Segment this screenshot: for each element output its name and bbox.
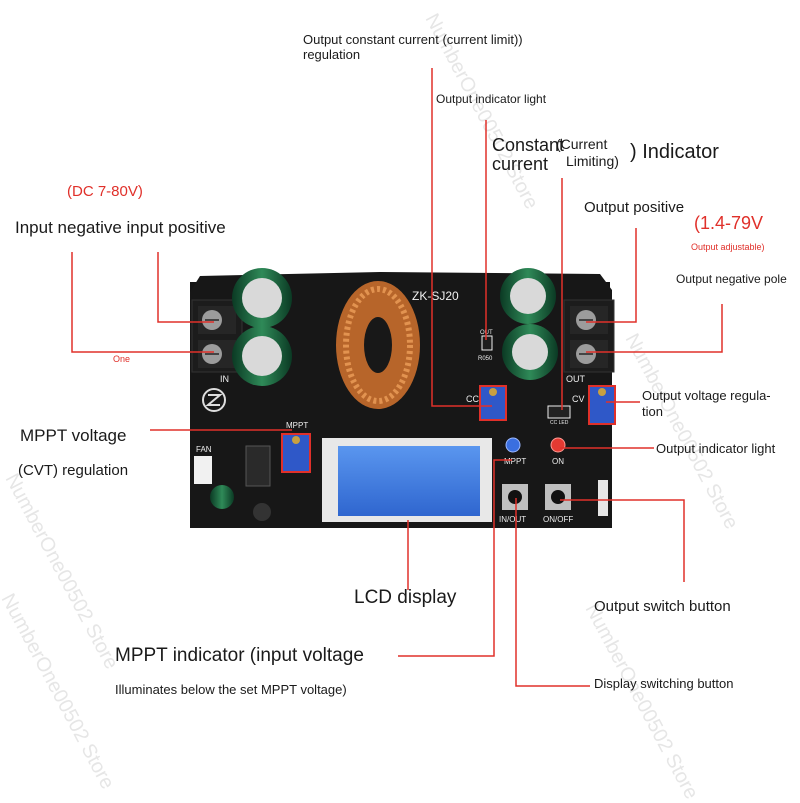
label-output-indicator-right: Output indicator light	[656, 441, 776, 456]
label-current-limiting-2: Limiting)	[566, 153, 619, 169]
header-pins	[598, 480, 608, 516]
label-output-cc-regulation-1: Output constant current (current limit))	[303, 32, 523, 47]
label-output-negative-pole: Output negative pole	[676, 272, 787, 286]
in-out-button-label: IN/OUT	[499, 515, 526, 524]
cc-potentiometer	[479, 385, 507, 421]
mppt-potentiometer	[281, 433, 311, 473]
label-indicator: ) Indicator	[630, 141, 719, 163]
output-capacitors	[500, 268, 558, 380]
cv-potentiometer	[588, 385, 616, 425]
cc-led-smd	[547, 405, 571, 419]
small-capacitor	[210, 485, 234, 509]
cv-label: CV	[572, 394, 585, 404]
inductor-coil	[336, 281, 420, 409]
on-off-button	[545, 484, 571, 510]
fan-label: FAN	[196, 445, 212, 454]
leader-cc-regulation	[431, 68, 492, 407]
leader-mppt-indicator	[398, 459, 512, 657]
label-lcd-display: LCD display	[354, 587, 457, 608]
cc-led-label: CC LED	[550, 420, 569, 426]
label-display-switching-button: Display switching button	[594, 676, 734, 691]
label-output-range: (1.4-79V	[694, 213, 764, 233]
leader-lines	[71, 68, 723, 687]
leader-input-positive	[157, 252, 214, 323]
output-led-smd	[481, 335, 493, 351]
label-current-limiting-1: (Current	[556, 136, 608, 152]
label-output-voltage-regulation-2: tion	[642, 404, 663, 419]
r050-label: R050	[478, 356, 493, 362]
input-terminal-block	[191, 299, 243, 373]
lcd-screen	[322, 438, 492, 522]
label-input-pair: Input negative input positive	[15, 218, 226, 237]
small-inductor	[253, 503, 271, 521]
leader-display-switch	[515, 498, 590, 687]
label-dc-range: (DC 7-80V)	[67, 183, 143, 200]
leader-input-negative	[71, 252, 214, 353]
output-terminal-block	[563, 299, 615, 373]
label-output-adjustable: Output adjustable)	[691, 242, 765, 252]
on-led-label: ON	[552, 457, 564, 466]
leader-output-negative	[586, 304, 723, 353]
label-output-voltage-regulation-1: Output voltage regula-	[642, 388, 771, 403]
in-label: IN	[220, 374, 229, 384]
in-out-button	[502, 484, 528, 510]
label-cvt-regulation: (CVT) regulation	[18, 462, 129, 479]
label-mppt-note: Illuminates below the set MPPT voltage)	[115, 682, 347, 697]
label-output-switch-button: Output switch button	[594, 598, 731, 615]
board-model-label: ZK-SJ20	[412, 289, 459, 303]
fan-connector	[194, 456, 212, 484]
label-mppt-indicator: MPPT indicator (input voltage	[115, 645, 364, 666]
mppt-pot-label: MPPT	[286, 421, 308, 430]
leader-output-positive	[586, 228, 637, 323]
brand-logo	[202, 388, 226, 412]
on-led	[550, 437, 566, 453]
label-one: One	[113, 354, 131, 364]
cc-label: CC	[466, 394, 479, 404]
label-constant-1: Constant	[492, 135, 565, 155]
mppt-led-label: MPPT	[504, 457, 526, 466]
leader-output-switch	[560, 499, 685, 582]
label-output-indicator-top: Output indicator light	[436, 92, 547, 106]
label-mppt-voltage: MPPT voltage	[20, 426, 127, 445]
out-label: OUT	[566, 374, 586, 384]
label-output-cc-regulation-2: regulation	[303, 47, 361, 62]
label-constant-2: current	[492, 154, 549, 174]
input-capacitors	[232, 268, 292, 386]
on-off-button-label: ON/OFF	[543, 515, 573, 524]
mppt-led	[505, 437, 521, 453]
mosfet	[245, 445, 271, 487]
label-output-positive: Output positive	[584, 199, 685, 216]
